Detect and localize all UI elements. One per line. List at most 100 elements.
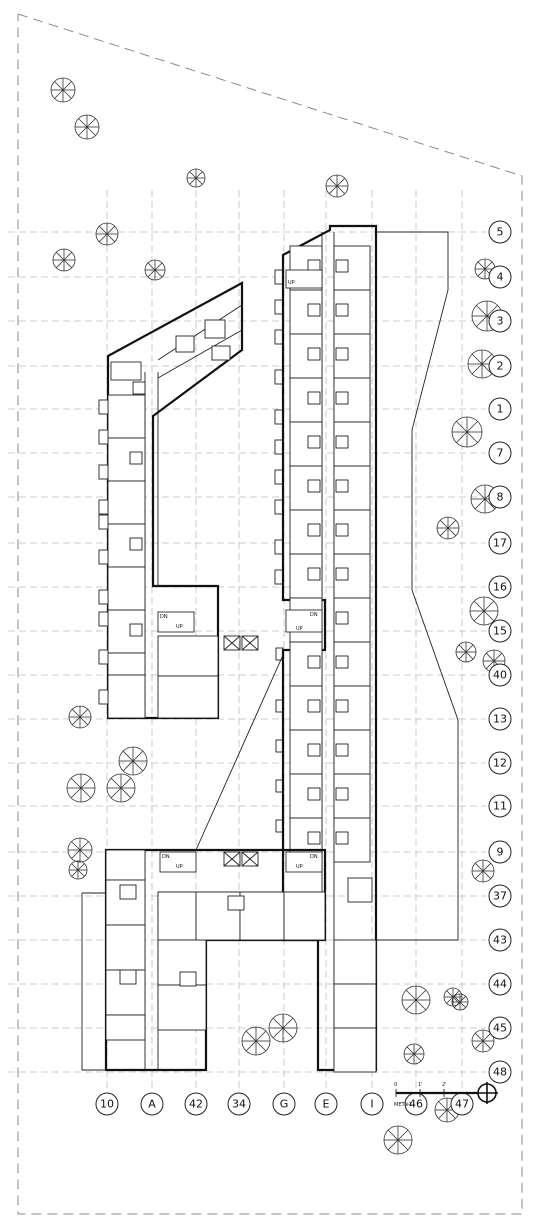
stair-label-up-central: UP — [296, 626, 303, 632]
bathroom — [335, 611, 349, 625]
scale-tick-0: 0 — [394, 1082, 397, 1088]
bathroom — [335, 303, 349, 317]
grid-column-label: 42 — [189, 1098, 203, 1111]
stair-label-up: UP — [176, 624, 183, 630]
window-bay — [98, 611, 109, 627]
grid-row-bubble: 11 — [488, 794, 512, 818]
grid-column-bubble: 10 — [95, 1092, 119, 1116]
grid-row-label: 9 — [497, 846, 504, 859]
building: DN UP UP DN UP DN UP — [81, 224, 459, 1073]
tree-icon — [451, 993, 469, 1011]
grid-row-bubble: 40 — [488, 663, 512, 687]
grid-row-label: 44 — [493, 978, 507, 991]
unit-room — [333, 939, 377, 985]
window-bay — [274, 569, 284, 585]
grid-column-label: G — [280, 1098, 289, 1111]
grid-row-bubble: 7 — [488, 441, 512, 465]
grid-column-label: 10 — [100, 1098, 114, 1111]
stair-label-dn-central: DN — [310, 612, 318, 618]
stair-north — [285, 269, 323, 289]
grid-row-bubble: 45 — [488, 1016, 512, 1040]
window-bay — [274, 269, 284, 285]
grid-column-bubble: I — [360, 1092, 384, 1116]
grid-row-bubble: 37 — [488, 884, 512, 908]
grid-column-label: A — [148, 1098, 156, 1111]
bathroom — [335, 259, 349, 273]
unit-room — [347, 877, 373, 903]
stair-southwest — [159, 851, 197, 873]
grid-column-label: 47 — [455, 1098, 469, 1111]
window-bay — [98, 689, 109, 705]
grid-column-bubble: 42 — [184, 1092, 208, 1116]
grid-row-bubble: 12 — [488, 751, 512, 775]
grid-lines-horizontal — [8, 231, 486, 1073]
tree-icon — [401, 985, 431, 1015]
grid-row-label: 5 — [497, 226, 504, 239]
stair-west — [157, 611, 195, 633]
grid-row-bubble: 2 — [488, 354, 512, 378]
grid-column-label: 34 — [232, 1098, 246, 1111]
grid-row-label: 37 — [493, 890, 507, 903]
grid-row-label: 2 — [497, 360, 504, 373]
bathroom — [307, 391, 321, 405]
grid-row-bubble: 17 — [488, 531, 512, 555]
tree-icon — [383, 1125, 413, 1155]
bathroom — [307, 655, 321, 669]
grid-row-bubble: 15 — [488, 619, 512, 643]
grid-row-label: 3 — [497, 315, 504, 328]
central-rooms — [289, 245, 377, 1073]
unit-room — [333, 773, 371, 819]
grid-row-bubble: 5 — [488, 220, 512, 244]
grid-column-label: E — [323, 1098, 330, 1111]
grid-row-bubble: 44 — [488, 972, 512, 996]
bathroom — [335, 699, 349, 713]
grid-row-bubble: 8 — [488, 485, 512, 509]
tree-icon — [52, 248, 76, 272]
grid-row-label: 1 — [497, 403, 504, 416]
tree-icon — [469, 596, 499, 626]
window-bay — [98, 549, 109, 565]
tree-icon — [144, 259, 166, 281]
grid-row-bubble: 1 — [488, 397, 512, 421]
bathroom — [307, 743, 321, 757]
grid-row-label: 17 — [493, 537, 507, 550]
bathroom — [335, 479, 349, 493]
bathroom — [335, 391, 349, 405]
window-bay — [274, 369, 284, 385]
site-boundary — [17, 13, 523, 1215]
bathroom — [335, 655, 349, 669]
window-bay — [98, 499, 109, 515]
bathroom — [307, 347, 321, 361]
stair-south-central — [285, 851, 323, 873]
bathroom — [307, 523, 321, 537]
window-bay — [98, 514, 109, 530]
stair-label-dn-south: DN — [310, 854, 318, 860]
scale-tick-2: 2' — [442, 1082, 447, 1088]
grid-column-label: 46 — [409, 1098, 423, 1111]
bathroom — [335, 347, 349, 361]
tree-icon — [451, 416, 483, 448]
window-bay — [274, 329, 284, 345]
bathroom — [307, 567, 321, 581]
tree-icon — [241, 1026, 271, 1056]
tree-icon — [455, 641, 477, 663]
stair-northwest — [110, 361, 142, 381]
window-bay — [274, 299, 284, 315]
wing-central — [281, 224, 378, 1072]
grid-row-label: 13 — [493, 713, 507, 726]
tree-icon — [471, 859, 495, 883]
grid-row-label: 40 — [493, 669, 507, 682]
grid-row-label: 4 — [497, 271, 504, 284]
bathroom — [335, 567, 349, 581]
grid-row-label: 15 — [493, 625, 507, 638]
window-bay — [98, 429, 109, 445]
grid-row-label: 48 — [493, 1066, 507, 1079]
grid-column-labels: 10 A 42 34 G E I 46 47 — [95, 1092, 474, 1116]
scale-unit: МЕТ⊕1 — [394, 1102, 412, 1108]
tree-icon — [403, 1043, 425, 1065]
light-wells — [223, 635, 259, 867]
tree-icon — [68, 860, 88, 880]
tree-icon — [95, 222, 119, 246]
window-bay — [98, 464, 109, 480]
